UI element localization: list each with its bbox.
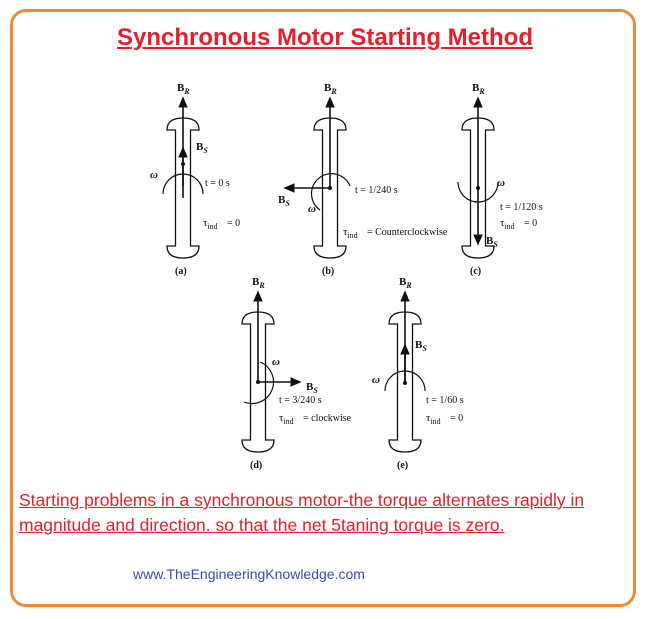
panel-label: (c) [470,266,481,277]
rotation-arc [457,181,499,203]
rotor-field-label: BR [399,276,412,290]
orange-border-frame [10,9,636,607]
time-label: t = 1/240 s [355,185,398,196]
rotor-diagram: BR BS ω t = 0 s τind = 0 (a) BR BS ω t = 1/240 s τi… [150,82,543,471]
panel-label: (e) [397,460,408,471]
rotor-field-label: BR [252,276,265,290]
rotation-arc [162,173,204,195]
omega-label: ω [308,203,316,215]
stator-field-label: BS [486,235,498,249]
rotor-shape [388,311,422,453]
rotor-field-label: BR [324,82,337,96]
rotation-arc [384,370,426,392]
torque-label: τind [343,226,358,240]
torque-label: τind [279,412,294,426]
torque-value: = 0 [524,218,537,229]
center-dot [403,381,407,385]
rotor-field-label: BR [472,82,485,96]
caption-text: Starting problems in a synchronous motor… [19,490,585,535]
rotor-panel-a: BR BS ω t = 0 s τind = 0 (a) [150,82,240,277]
rotation-arc [243,361,275,405]
rotor-panel-e: BR BS ω t = 1/60 s τind = 0 (e) [372,276,464,471]
stator-field-label: BS [278,194,290,208]
torque-value: = Counterclockwise [367,227,448,238]
torque-label: τind [203,217,218,231]
website-link[interactable]: www.TheEngineeringKnowledge.com [133,566,365,582]
panel-label: (b) [322,266,334,277]
center-dot [328,186,332,190]
time-label: t = 1/120 s [500,202,543,213]
rotor-shape [166,117,200,259]
rotor-panel-b: BR BS ω t = 1/240 s τind = Counterclockwise (b… [278,82,448,277]
rotor-panel-d: BR BS ω t = 3/240 s τind = clockwise (d) [241,276,352,471]
rotor-panel-c: BR BS ω t = 1/120 s τind = 0 (c) [457,82,543,277]
rotation-arc [310,173,351,211]
torque-value: = clockwise [303,413,352,424]
torque-label: τind [500,217,515,231]
rotor-shape [241,311,275,453]
page-title: Synchronous Motor Starting Method [117,24,533,51]
stator-field-label: BS [306,381,318,395]
time-label: t = 3/240 s [279,395,322,406]
rotor-shape [313,117,347,259]
stator-field-label: BS [196,141,208,155]
omega-label: ω [150,169,158,181]
torque-value: = 0 [450,413,463,424]
center-dot [256,380,260,384]
omega-label: ω [372,374,380,386]
rotor-shape [461,117,495,259]
panel-label: (a) [175,266,187,277]
center-dot [181,162,185,166]
time-label: t = 0 s [205,178,230,189]
stator-field-label: BS [415,339,427,353]
center-dot [476,186,480,190]
omega-label: ω [497,177,505,189]
torque-value: = 0 [227,218,240,229]
time-label: t = 1/60 s [426,395,464,406]
panel-label: (d) [250,460,262,471]
omega-label: ω [272,356,280,368]
rotor-field-label: BR [177,82,190,96]
torque-label: τind [426,412,441,426]
